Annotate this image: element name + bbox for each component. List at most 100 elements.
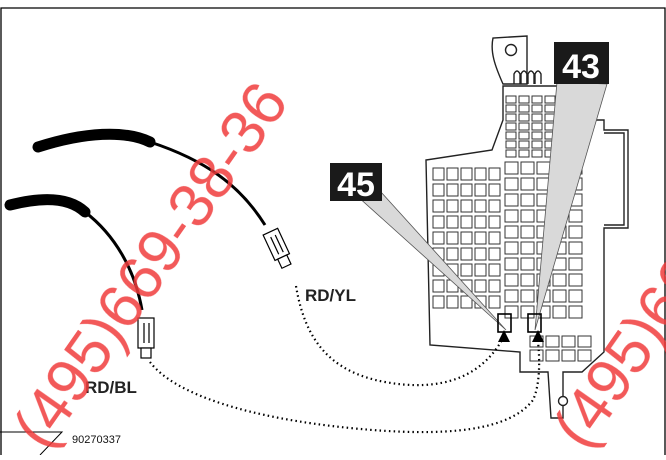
fuse-slot [520,193,535,207]
fuse-slot [505,140,517,149]
fuse-slot [474,247,487,261]
fuse-slot [568,225,583,239]
fuse-slot [504,161,519,175]
fuse-slot [544,95,556,104]
fuse-slot [446,167,459,181]
callout-43: 43 [554,42,609,86]
slot-43-marker [527,313,542,333]
bottom-mounting-hole [557,395,569,407]
fuse-slot [474,215,487,229]
fuse-slot [561,349,576,362]
fuse-slot [577,335,592,348]
upper-wire [149,140,267,226]
fuse-slot [504,241,519,255]
fuse-slot [531,113,543,122]
harness-lower [4,194,541,434]
fuse-slot [552,273,567,287]
fuse-slot [531,140,543,149]
figure-frame [0,7,666,455]
wire-label-upper: RD/YL [305,286,356,305]
fuse-slot [518,122,530,131]
fuse-slot [531,95,543,104]
fuse-slot [545,349,560,362]
fuse-slot [488,167,501,181]
fuse-slot [577,349,592,362]
fuse-slot [474,167,487,181]
fuse-slot [505,113,517,122]
fuse-slot [520,161,535,175]
fuse-slot [552,305,567,319]
arrow-slot-45 [498,330,510,342]
fuse-slot [568,305,583,319]
fuse-slot [432,231,445,245]
fuse-slot [568,273,583,287]
fuse-slot [531,149,543,158]
fuse-slot [568,241,583,255]
fuse-slot [518,149,530,158]
fuse-slot [518,104,530,113]
fuse-slot [518,113,530,122]
fuse-slot [544,104,556,113]
fuse-slot [552,289,567,303]
fuse-slot [531,122,543,131]
wire-label-lower: RD/BL [85,378,137,397]
fuse-slot [460,215,473,229]
tab-ribs [513,70,542,84]
fuse-slot [504,257,519,271]
fuse-slot [504,193,519,207]
fuse-slot [568,289,583,303]
upper-wire-route [294,285,503,387]
fuse-slot [488,247,501,261]
fuse-slot [488,183,501,197]
callout-43-text: 43 [562,48,600,86]
harness-upper [32,128,503,387]
fuse-slot [432,167,445,181]
fuse-slot [518,95,530,104]
top-mounting-tab [491,35,528,85]
fuse-slot [568,257,583,271]
fuse-slot [504,225,519,239]
fuse-slot [474,263,487,277]
lower-connector [137,317,155,359]
arrow-slot-43 [532,330,544,342]
fuse-slot [504,289,519,303]
fuse-slot [488,215,501,229]
fuse-slot [460,183,473,197]
fuse-slot [460,231,473,245]
fuse-slot [474,231,487,245]
fuse-slot [460,295,473,309]
callout-45: 45 [330,163,382,204]
fuse-slot [504,209,519,223]
fuse-slot [518,131,530,140]
fuse-slot [545,335,560,348]
upper-wire-sleeve [32,128,156,153]
fuse-slot [432,279,445,293]
callout-beams [355,81,608,331]
fuse-slot [505,104,517,113]
fuse-slot [488,231,501,245]
fuse-slot [460,263,473,277]
fuse-slot [504,273,519,287]
fuse-slot [474,183,487,197]
fuse-slot [432,215,445,229]
fuse-slot [520,273,535,287]
fuse-slot [446,183,459,197]
fuse-slot [446,295,459,309]
fuse-slot [518,140,530,149]
fuse-slot [460,167,473,181]
lower-wire-route [149,341,541,434]
fuse-slot [520,289,535,303]
fuse-slot [529,349,544,362]
fuse-slot [536,161,551,175]
fuse-slot [531,104,543,113]
fuse-slot [460,247,473,261]
fuse-slot [432,199,445,213]
watermark-text-main: (495)669-38-36 [0,70,302,455]
top-mounting-hole [504,43,518,57]
fuse-slot [505,95,517,104]
fuse-slot [520,177,535,191]
fuse-slot [520,257,535,271]
fuse-slot [474,199,487,213]
fuse-slot [568,209,583,223]
fuse-slot [520,209,535,223]
